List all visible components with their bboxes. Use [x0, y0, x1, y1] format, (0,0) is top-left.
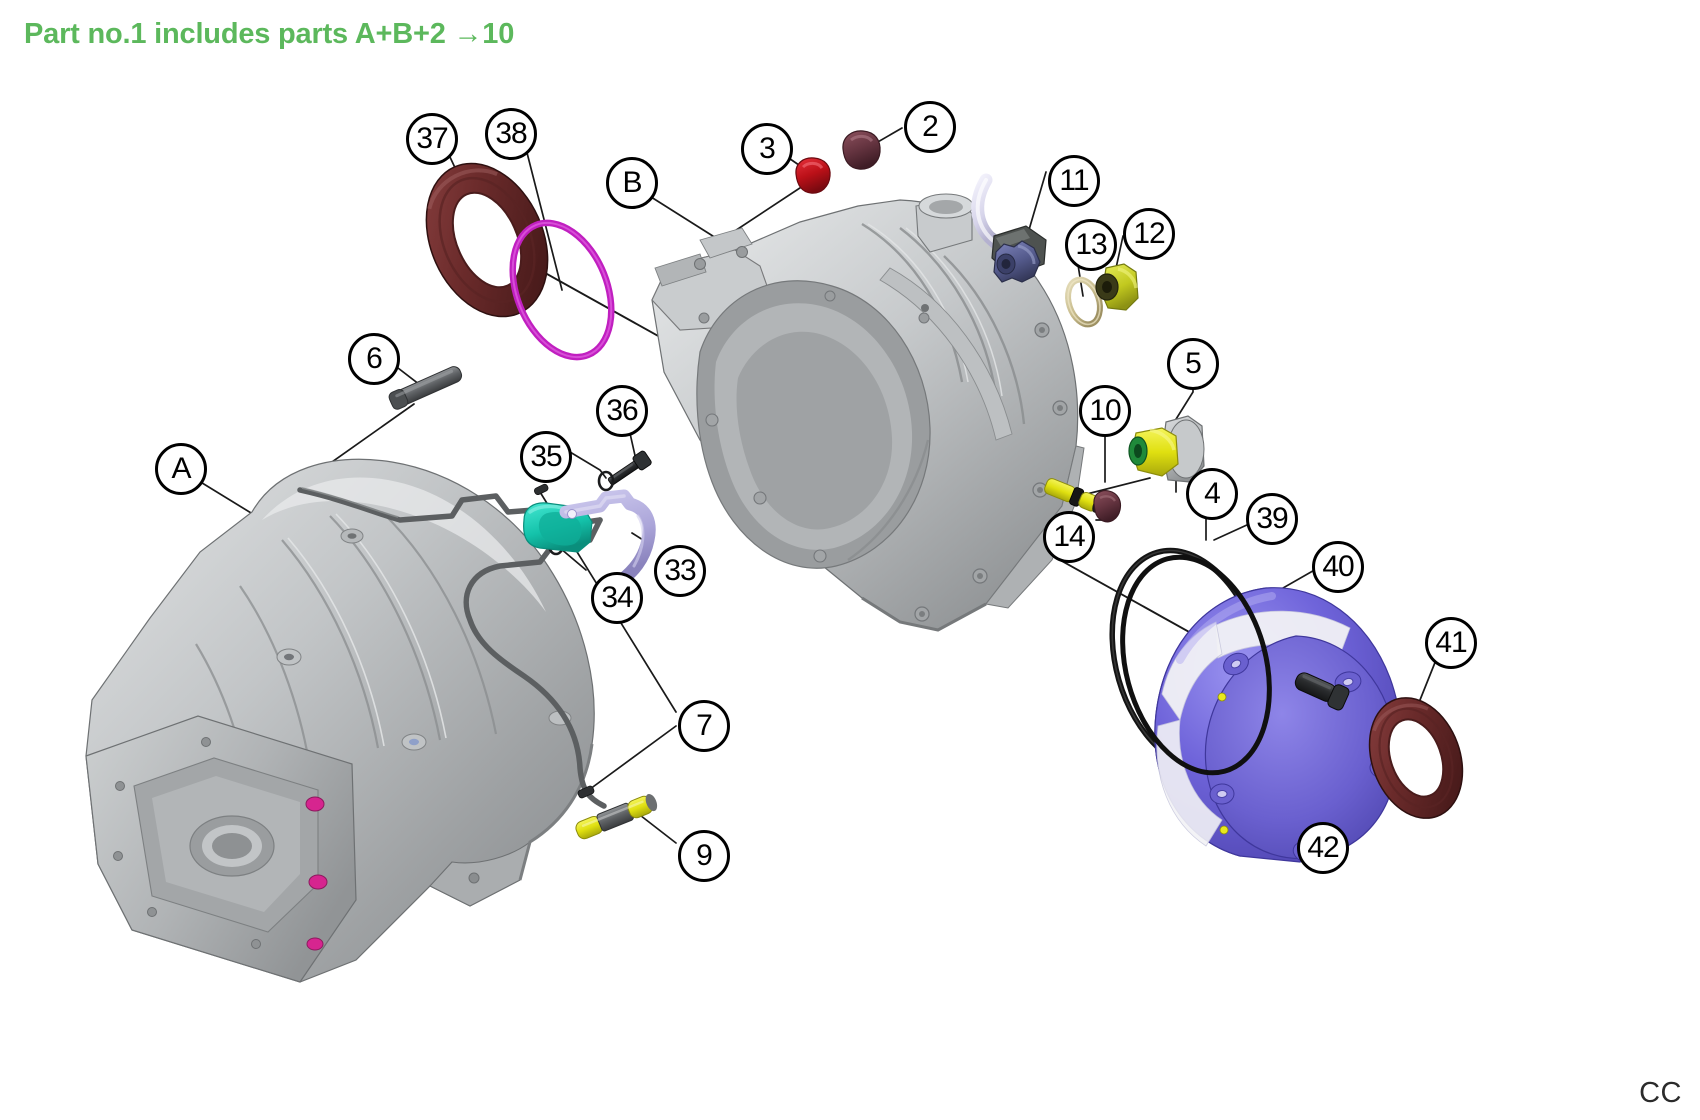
callout-label: 41 [1435, 626, 1467, 659]
callout-balloon-39[interactable]: 39 [1246, 493, 1298, 545]
part-plug-red [795, 157, 831, 194]
accent-hole-pink [305, 796, 325, 812]
callout-balloon-10[interactable]: 10 [1079, 385, 1131, 437]
callout-balloon-3[interactable]: 3 [741, 123, 793, 175]
callout-balloon-42[interactable]: 42 [1297, 822, 1349, 874]
callout-balloon-13[interactable]: 13 [1065, 219, 1117, 271]
callout-balloon-38[interactable]: 38 [485, 108, 537, 160]
accent-hole-pink [306, 937, 324, 951]
callout-label: 35 [530, 440, 562, 473]
callout-balloon-34[interactable]: 34 [591, 572, 643, 624]
part-dowel-pin-pair [534, 483, 595, 799]
callout-label: 11 [1059, 164, 1089, 197]
part-front-housing-case [85, 458, 607, 983]
callout-label: B [622, 166, 642, 199]
callout-balloon-40[interactable]: 40 [1312, 541, 1364, 593]
watermark: CC [1639, 1077, 1682, 1109]
part-rear-oil-seal [1368, 697, 1464, 819]
callout-balloon-2[interactable]: 2 [904, 101, 956, 153]
callout-balloon-A[interactable]: A [155, 443, 207, 495]
callout-balloon-6[interactable]: 6 [348, 333, 400, 385]
callout-label: 37 [416, 122, 448, 155]
accent-hole-pink [308, 874, 328, 890]
callout-balloon-11[interactable]: 11 [1048, 155, 1100, 207]
part-bell-housing-purple [1154, 587, 1402, 863]
callout-label: 39 [1256, 502, 1288, 535]
callout-label: 36 [606, 394, 638, 427]
part-plug-small-maroon [1093, 490, 1122, 523]
part-breather-assembly [971, 173, 1047, 283]
part-front-oil-seal [425, 162, 549, 318]
callout-balloon-36[interactable]: 36 [596, 385, 648, 437]
part-bushing-olive [1095, 263, 1139, 311]
part-dowel-pin-grey [388, 366, 463, 410]
callout-label: A [171, 452, 191, 485]
callout-balloon-B[interactable]: B [606, 157, 658, 209]
callout-label: 4 [1204, 477, 1221, 510]
part-o-ring-bell [1120, 554, 1272, 776]
callout-label: 6 [366, 342, 383, 375]
part-dowel-pin-yellow [575, 793, 658, 840]
alignment-dot [1219, 825, 1229, 835]
part-flange-bushing [1128, 415, 1205, 483]
alignment-dot [1217, 692, 1227, 702]
callout-label: 13 [1075, 228, 1107, 261]
callout-label: 12 [1133, 217, 1165, 250]
part-rear-housing-case [651, 193, 1085, 632]
callout-label: 10 [1089, 394, 1121, 427]
callout-label: 3 [759, 132, 776, 165]
callout-balloon-33[interactable]: 33 [654, 545, 706, 597]
part-o-ring-magenta [509, 219, 615, 361]
part-washer-tan [1065, 276, 1103, 328]
callout-label: 42 [1307, 831, 1339, 864]
callout-balloon-12[interactable]: 12 [1123, 208, 1175, 260]
callout-balloon-7[interactable]: 7 [678, 700, 730, 752]
callout-balloon-9[interactable]: 9 [678, 830, 730, 882]
part-clip-washer-upper [597, 470, 615, 492]
callout-label: 9 [696, 839, 713, 872]
callout-label: 14 [1053, 520, 1085, 553]
part-bolt-pin-black [1294, 672, 1350, 711]
callout-label: 2 [922, 110, 939, 143]
page-title: Part no.1 includes parts A+B+2 →10 [24, 18, 515, 50]
callout-balloon-4[interactable]: 4 [1186, 468, 1238, 520]
callout-label: 33 [664, 554, 696, 587]
callout-balloon-37[interactable]: 37 [406, 113, 458, 165]
callout-balloon-35[interactable]: 35 [520, 431, 572, 483]
callout-balloon-41[interactable]: 41 [1425, 617, 1477, 669]
callout-label: 38 [495, 117, 527, 150]
part-bolt-black [607, 450, 652, 486]
callout-balloon-14[interactable]: 14 [1043, 511, 1095, 563]
callout-label: 7 [696, 709, 713, 742]
part-plug-maroon [842, 130, 881, 170]
callout-balloon-5[interactable]: 5 [1167, 338, 1219, 390]
callout-label: 40 [1322, 550, 1354, 583]
part-tube-lavender [559, 489, 656, 587]
callout-label: 5 [1185, 347, 1202, 380]
callout-label: 34 [601, 581, 633, 614]
